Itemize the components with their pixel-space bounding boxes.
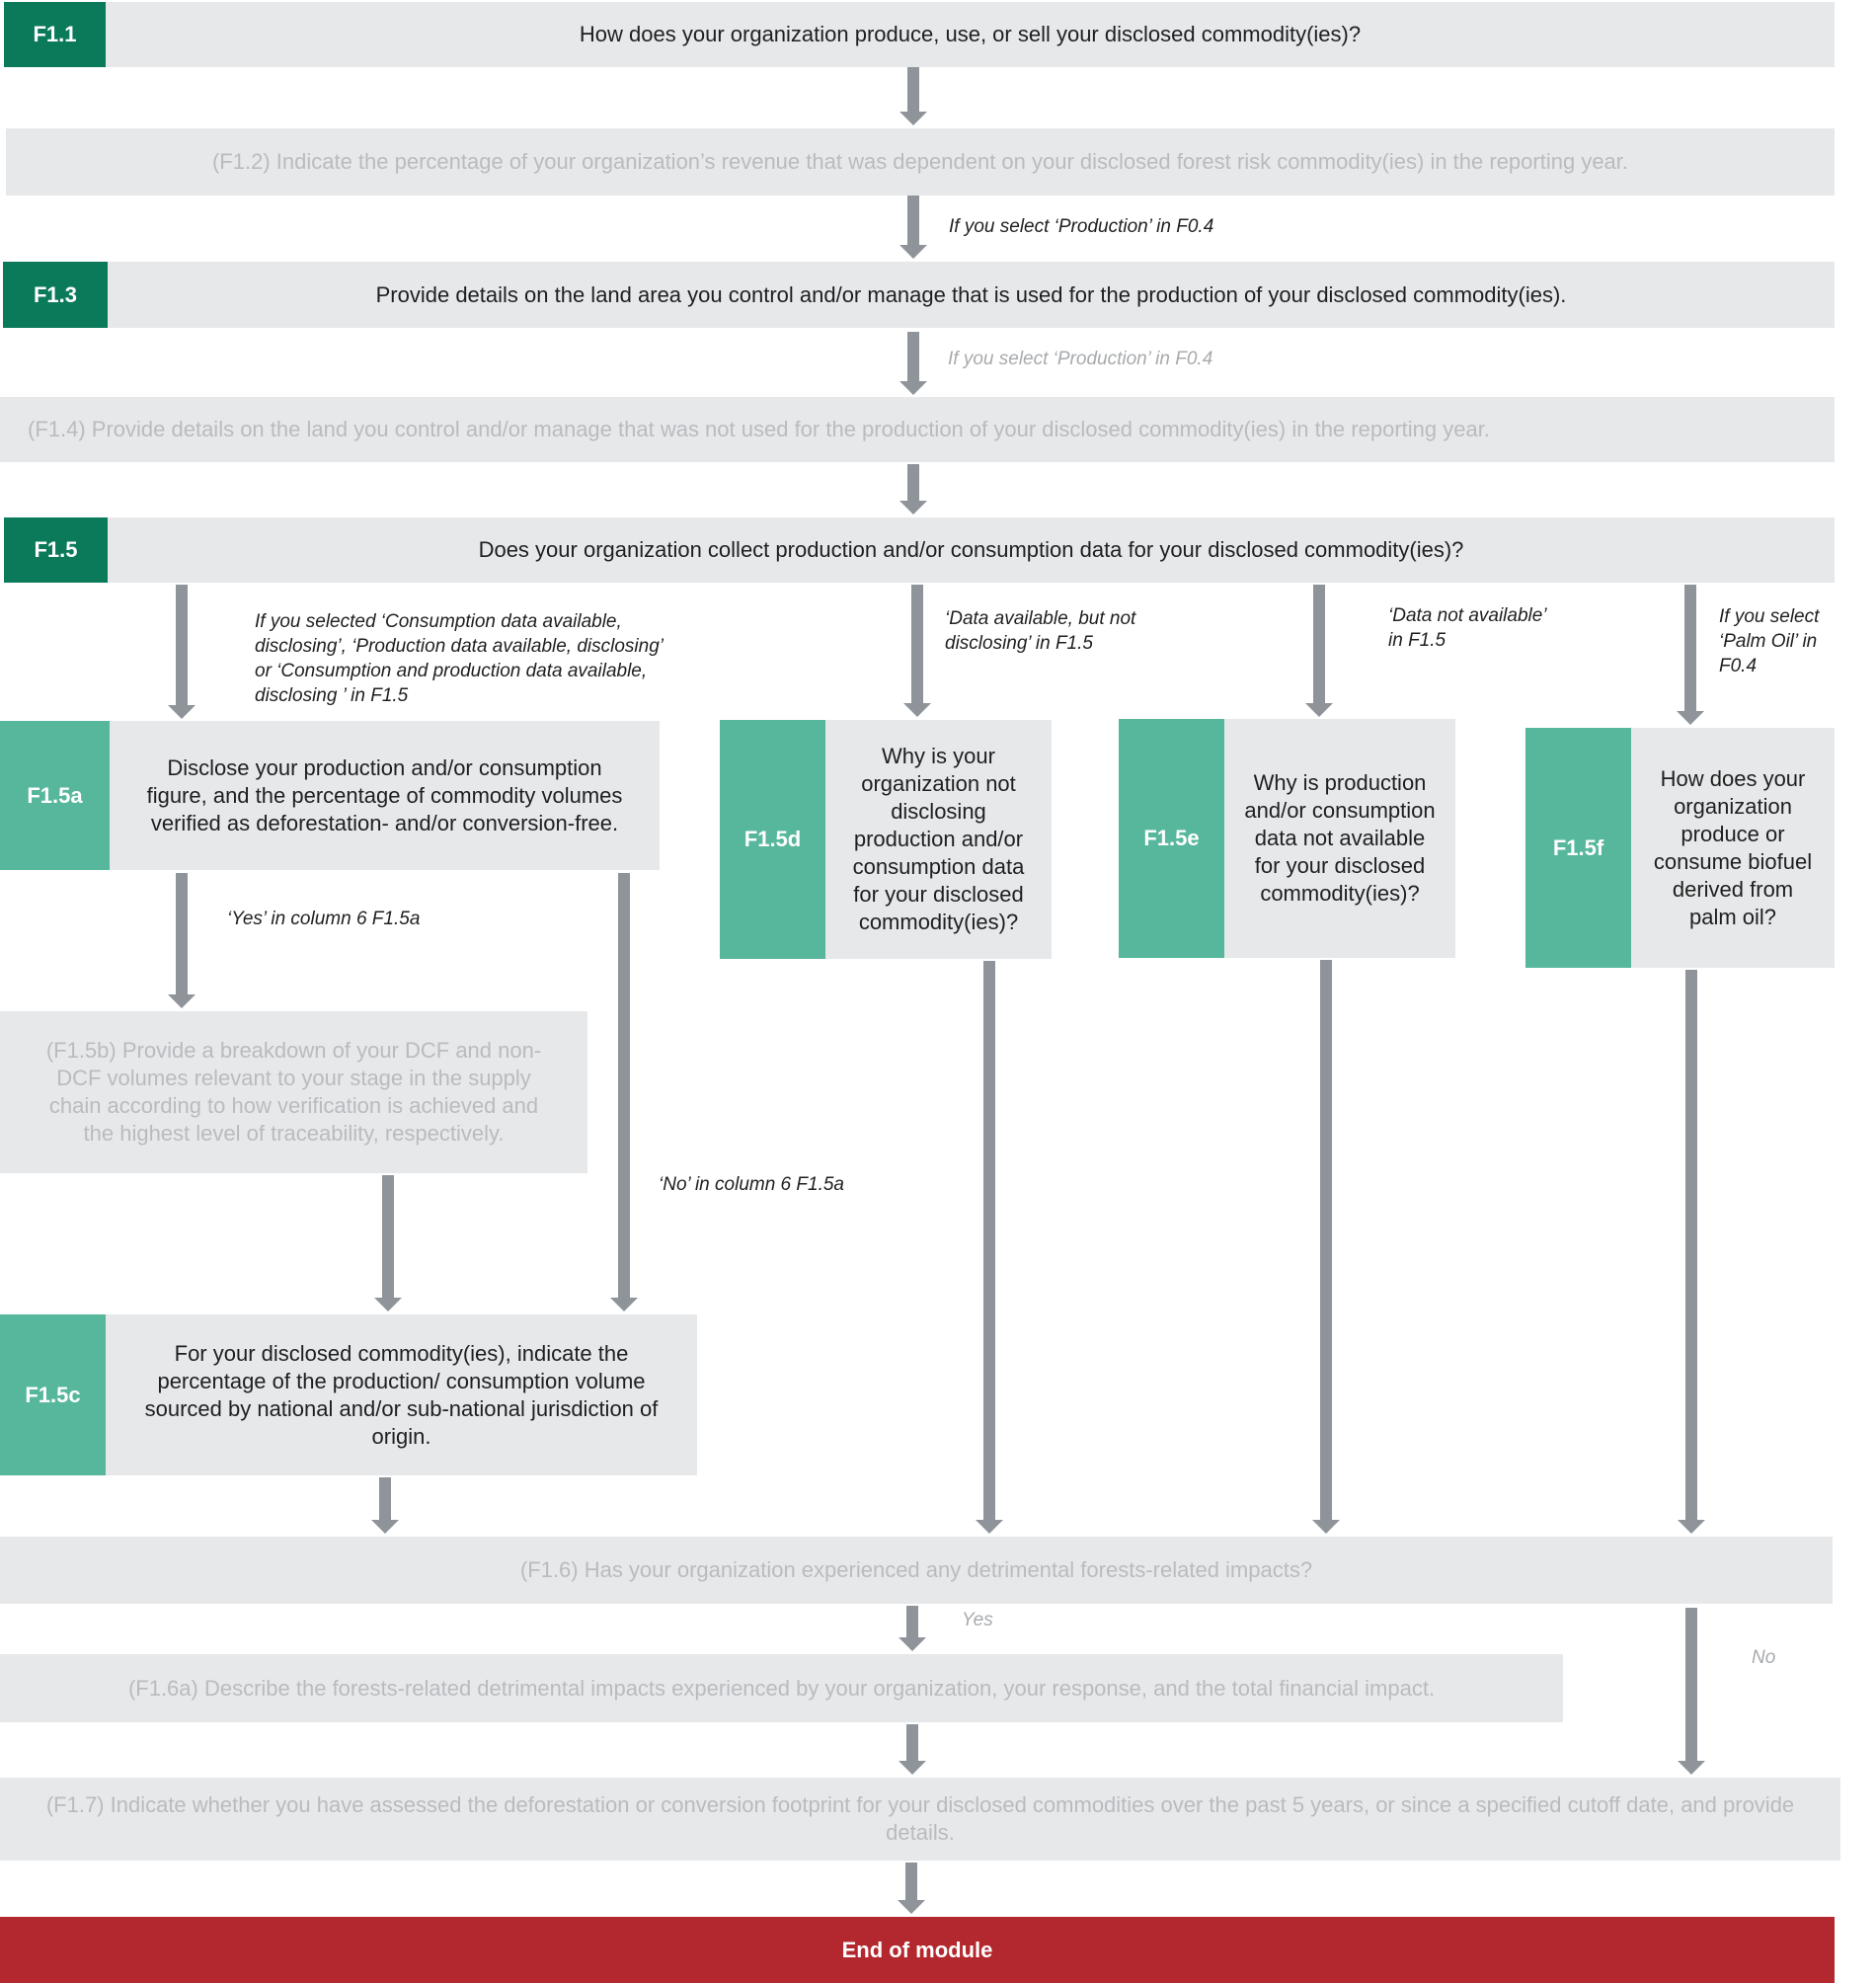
arrow-f1-1-to-f1-2 bbox=[899, 67, 927, 125]
arrow-f1-5b-to-f1-5c bbox=[374, 1175, 402, 1311]
tag-f1-5: F1.5 bbox=[4, 517, 108, 583]
question-f1-4: (F1.4) Provide details on the land you c… bbox=[0, 397, 1835, 462]
tag-f1-1: F1.1 bbox=[4, 2, 106, 67]
tag-f1-5a: F1.5a bbox=[0, 721, 110, 870]
question-f1-2-text: (F1.2) Indicate the percentage of your o… bbox=[211, 149, 1629, 174]
question-f1-5d-text: Why is your organization not disclosing … bbox=[852, 744, 1025, 934]
arrow-f1-7-to-end bbox=[898, 1863, 925, 1914]
arrow-f1-5e-to-f1-6 bbox=[1312, 960, 1340, 1534]
question-f1-2: (F1.2) Indicate the percentage of your o… bbox=[6, 128, 1835, 196]
condition-no-col6: ‘No’ in column 6 F1.5a bbox=[659, 1174, 844, 1195]
question-f1-6a: (F1.6a) Describe the forests-related det… bbox=[0, 1654, 1563, 1722]
question-f1-5-text: Does your organization collect productio… bbox=[478, 537, 1464, 562]
question-f1-5: Does your organization collect productio… bbox=[108, 517, 1835, 583]
question-f1-5a-text: Disclose your production and/or consumpt… bbox=[146, 754, 623, 835]
question-f1-7: (F1.7) Indicate whether you have assesse… bbox=[0, 1778, 1840, 1861]
arrow-f1-5-to-f1-5f bbox=[1677, 585, 1704, 725]
question-f1-3: Provide details on the land area you con… bbox=[108, 262, 1835, 328]
question-f1-5b-text: (F1.5b) Provide a breakdown of your DCF … bbox=[45, 1038, 542, 1146]
arrow-f1-5c-to-f1-6 bbox=[371, 1477, 399, 1534]
end-of-module: End of module bbox=[0, 1917, 1835, 1983]
condition-no: No bbox=[1752, 1647, 1776, 1668]
condition-yes: Yes bbox=[962, 1610, 993, 1630]
arrow-f1-2-to-f1-3 bbox=[899, 196, 927, 259]
tag-f1-3: F1.3 bbox=[3, 262, 108, 328]
arrow-f1-3-to-f1-4 bbox=[899, 332, 927, 395]
question-f1-3-text: Provide details on the land area you con… bbox=[375, 281, 1567, 307]
question-f1-6a-text: (F1.6a) Describe the forests-related det… bbox=[127, 1675, 1436, 1701]
condition-to-f1-5d: ‘Data available, but not disclosing’ in … bbox=[945, 608, 1136, 654]
question-f1-5e-text: Why is production and/or consumption dat… bbox=[1244, 770, 1436, 906]
question-f1-5e: Why is production and/or consumption dat… bbox=[1224, 719, 1455, 958]
condition-yes-col6: ‘Yes’ in column 6 F1.5a bbox=[227, 909, 421, 929]
question-f1-5d: Why is your organization not disclosing … bbox=[825, 720, 1052, 959]
condition-to-f1-3: If you select ‘Production’ in F0.4 bbox=[949, 216, 1214, 237]
arrow-f1-6a-to-f1-7 bbox=[899, 1724, 926, 1775]
arrow-f1-5f-to-f1-6 bbox=[1678, 970, 1705, 1534]
question-f1-5c-text: For your disclosed commodity(ies), indic… bbox=[144, 1340, 659, 1449]
arrow-f1-5-to-f1-5e bbox=[1305, 585, 1333, 717]
arrow-f1-6-to-f1-7 bbox=[1678, 1608, 1705, 1775]
tag-f1-5f: F1.5f bbox=[1525, 728, 1631, 968]
question-f1-1-text: How does your organization produce, use,… bbox=[579, 22, 1362, 46]
question-f1-5c: For your disclosed commodity(ies), indic… bbox=[106, 1314, 697, 1475]
question-f1-5f: How does your organization produce or co… bbox=[1631, 728, 1835, 968]
question-f1-5f-text: How does your organization produce or co… bbox=[1653, 765, 1813, 929]
question-f1-4-text: (F1.4) Provide details on the land you c… bbox=[28, 417, 1490, 441]
tag-f1-5e: F1.5e bbox=[1119, 719, 1224, 958]
arrow-f1-4-to-f1-5 bbox=[899, 464, 927, 515]
condition-to-f1-5f: If you select ‘Palm Oil’ in F0.4 bbox=[1719, 606, 1820, 676]
arrow-f1-5a-to-f1-5c bbox=[610, 873, 638, 1311]
question-f1-1: How does your organization produce, use,… bbox=[106, 2, 1835, 67]
arrow-f1-6-to-f1-6a bbox=[899, 1606, 926, 1651]
tag-f1-5d: F1.5d bbox=[720, 720, 825, 959]
arrow-f1-5-to-f1-5a bbox=[168, 585, 195, 719]
question-f1-6: (F1.6) Has your organization experienced… bbox=[0, 1537, 1833, 1604]
tag-f1-5c: F1.5c bbox=[0, 1314, 106, 1475]
question-f1-6-text: (F1.6) Has your organization experienced… bbox=[519, 1557, 1313, 1582]
question-f1-5b: (F1.5b) Provide a breakdown of your DCF … bbox=[0, 1011, 587, 1173]
condition-to-f1-5a: If you selected ‘Consumption data availa… bbox=[255, 611, 663, 706]
question-f1-5a: Disclose your production and/or consumpt… bbox=[110, 721, 660, 870]
arrow-f1-5a-to-f1-5b bbox=[168, 873, 195, 1008]
condition-to-f1-5e: ‘Data not available’ in F1.5 bbox=[1388, 605, 1546, 651]
condition-to-f1-4: If you select ‘Production’ in F0.4 bbox=[948, 349, 1213, 369]
arrow-f1-5d-to-f1-6 bbox=[976, 961, 1003, 1534]
arrow-f1-5-to-f1-5d bbox=[903, 585, 931, 717]
question-f1-7-text: (F1.7) Indicate whether you have assesse… bbox=[45, 1792, 1795, 1845]
